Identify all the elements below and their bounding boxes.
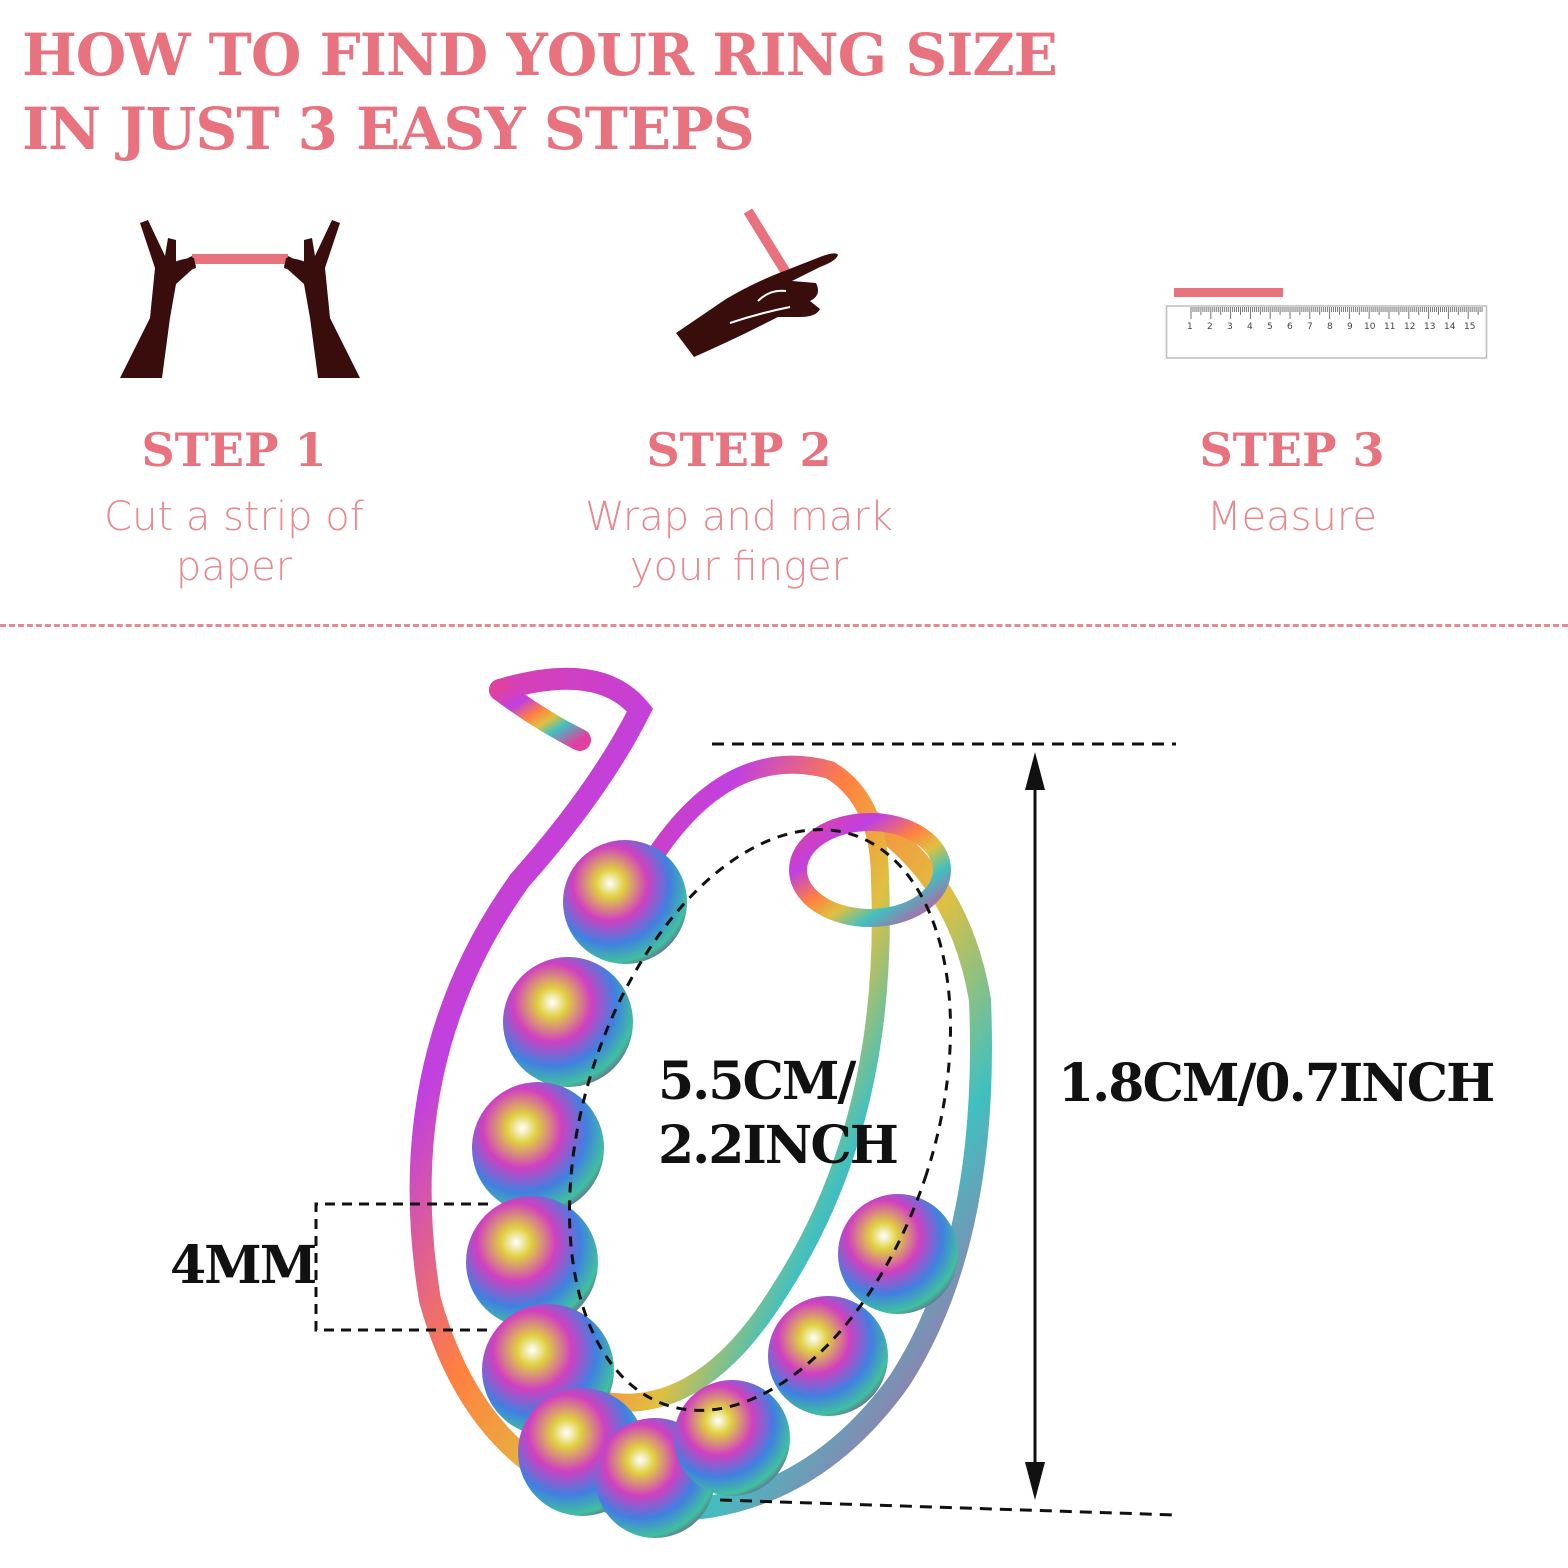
ruler-tick-label: 9 [1347,322,1353,332]
ruler-icon: 1 2 3 4 5 6 7 8 9 10 11 12 13 14 15 [1165,286,1489,362]
ruler-tick-label: 15 [1464,322,1476,332]
ruler-tick-label: 10 [1364,322,1376,332]
bead-size-label: 4MM [170,1235,317,1296]
ruler-tick-label: 3 [1227,322,1233,332]
diameter-label-line-1: 5.5CM/ [658,1051,856,1112]
ruler-tick-label: 14 [1444,322,1456,332]
hand-marking-finger-icon [676,208,838,357]
ruler-tick-label: 4 [1247,322,1253,332]
spinner-ring-illustration [314,667,1177,1538]
step-2-desc-line-1: Wrap and mark [585,494,893,540]
section-divider [0,624,1568,627]
ruler-labels: 1 2 3 4 5 6 7 8 9 10 11 12 13 14 15 [1165,322,1489,334]
step-1: STEP 1 Cut a strip of paper [24,420,444,592]
step-1-desc-line-2: paper [175,544,293,590]
ruler-tick-label: 5 [1267,322,1273,332]
ruler-tick-label: 13 [1424,322,1436,332]
diameter-label: 5.5CM/ 2.2INCH [658,1050,899,1178]
step-2: STEP 2 Wrap and mark your finger [529,420,949,592]
ruler-tick-label: 7 [1307,322,1313,332]
step-3: STEP 3 Measure [1082,420,1502,542]
page-title: HOW TO FIND YOUR RING SIZE IN JUST 3 EAS… [22,18,1058,166]
ruler-tick-label: 11 [1384,322,1396,332]
step-1-label: STEP 1 [141,423,327,477]
step-1-desc-line-1: Cut a strip of [104,494,364,540]
ruler-tick-label: 2 [1207,322,1213,332]
step-2-label: STEP 2 [646,423,832,477]
ruler-tick-label: 1 [1187,322,1193,332]
step-3-desc-line-1: Measure [1207,494,1377,540]
ruler-tick-label: 6 [1287,322,1293,332]
ruler-tick-label: 12 [1404,322,1416,332]
height-label: 1.8CM/0.7INCH [1058,1053,1495,1114]
step-3-label: STEP 3 [1199,423,1385,477]
hands-holding-strip-icon [120,220,360,378]
diameter-label-line-2: 2.2INCH [658,1115,899,1176]
ruler-tick-label: 8 [1327,322,1333,332]
step-2-desc-line-2: your finger [629,544,849,590]
title-line-2: IN JUST 3 EASY STEPS [22,95,755,163]
title-line-1: HOW TO FIND YOUR RING SIZE [22,21,1058,89]
